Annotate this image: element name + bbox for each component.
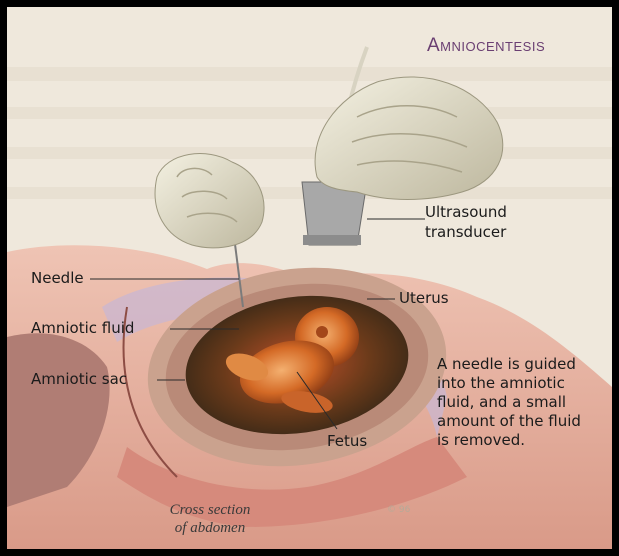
background-texture — [7, 67, 612, 199]
caption-line-1: Cross section — [155, 501, 265, 519]
cross-section-caption: Cross section of abdomen — [155, 501, 265, 537]
description-line-2: into the amniotic — [437, 374, 612, 393]
amniocentesis-illustration: © 96 — [7, 7, 612, 549]
ultrasound-transducer-head — [303, 235, 361, 245]
description-line-4: amount of the fluid — [437, 412, 612, 431]
label-fetus: Fetus — [327, 432, 367, 451]
artist-mark: © 96 — [387, 505, 411, 515]
description-line-5: is removed. — [437, 431, 612, 450]
label-ultrasound-transducer-line2: transducer — [425, 223, 506, 242]
label-uterus: Uterus — [399, 289, 449, 308]
label-ultrasound-transducer-line1: Ultrasound — [425, 203, 507, 222]
label-needle: Needle — [31, 269, 84, 288]
right-gloved-hand — [315, 77, 503, 200]
left-gloved-hand — [155, 154, 264, 248]
caption-line-2: of abdomen — [155, 519, 265, 537]
diagram-title: Amniocentesis — [427, 35, 545, 57]
label-amniotic-fluid: Amniotic fluid — [31, 319, 134, 338]
description-line-3: fluid, and a small — [437, 393, 612, 412]
description-line-1: A needle is guided — [437, 355, 612, 374]
label-amniotic-sac: Amniotic sac — [31, 370, 127, 389]
procedure-description: A needle is guided into the amniotic flu… — [437, 355, 612, 450]
illustration-panel: © 96 Amniocentesis Ultrasound transducer… — [7, 7, 612, 549]
